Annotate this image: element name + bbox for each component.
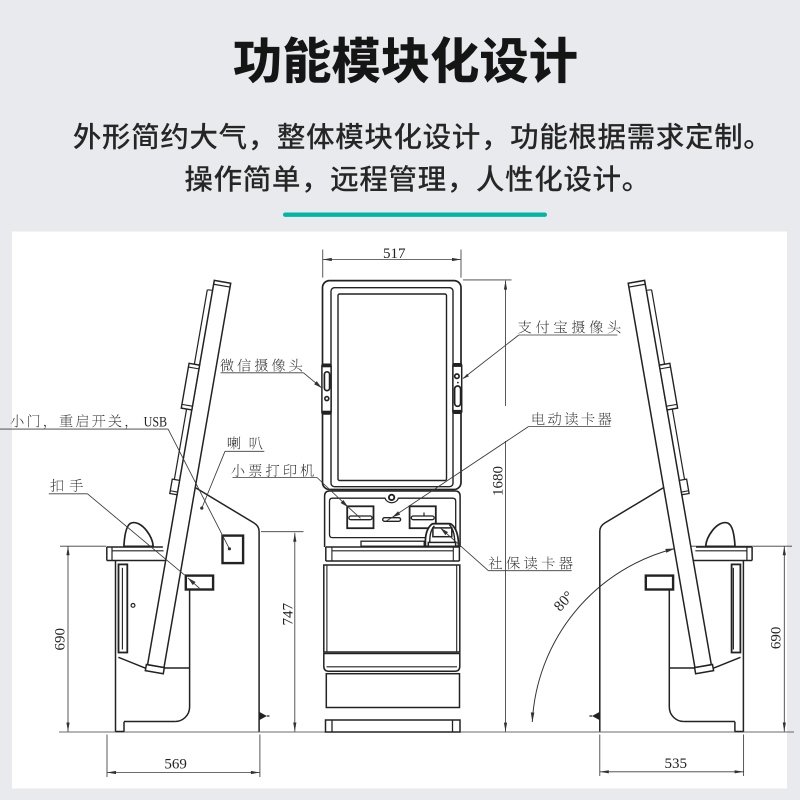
- svg-text:1680: 1680: [491, 466, 507, 496]
- svg-text:535: 535: [665, 756, 688, 772]
- svg-text:USB: USB: [144, 414, 168, 430]
- svg-text:690: 690: [768, 627, 784, 650]
- svg-text:569: 569: [164, 756, 187, 772]
- svg-text:747: 747: [281, 603, 297, 626]
- svg-text:690: 690: [53, 628, 69, 651]
- svg-text:517: 517: [383, 246, 406, 262]
